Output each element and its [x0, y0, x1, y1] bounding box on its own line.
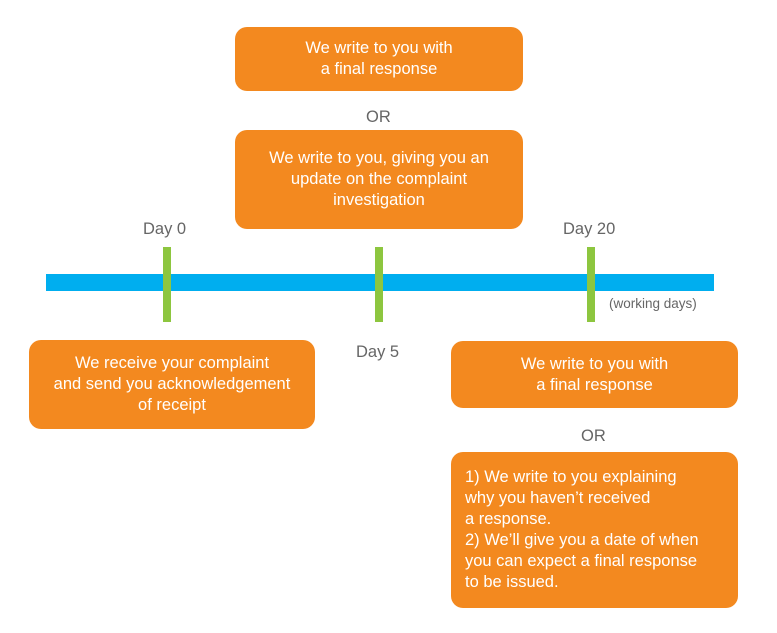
or-label-bottom: OR [581, 427, 606, 445]
day-20-label: Day 20 [563, 220, 616, 238]
receive-complaint-box: We receive your complaint and send you a… [29, 340, 315, 429]
day-0-tick [163, 247, 171, 322]
top-update-box: We write to you, giving you an update on… [235, 130, 523, 229]
day-5-label: Day 5 [356, 343, 400, 361]
or-label-top: OR [366, 108, 391, 126]
top-final-response-box: We write to you with a final response [235, 27, 523, 91]
right-final-response-box: We write to you with a final response [451, 341, 738, 408]
explanation-box: 1) We write to you explaining why you ha… [451, 452, 738, 608]
day-0-label: Day 0 [143, 220, 187, 238]
working-days-label: (working days) [609, 296, 697, 311]
day-20-tick [587, 247, 595, 322]
day-5-tick [375, 247, 383, 322]
